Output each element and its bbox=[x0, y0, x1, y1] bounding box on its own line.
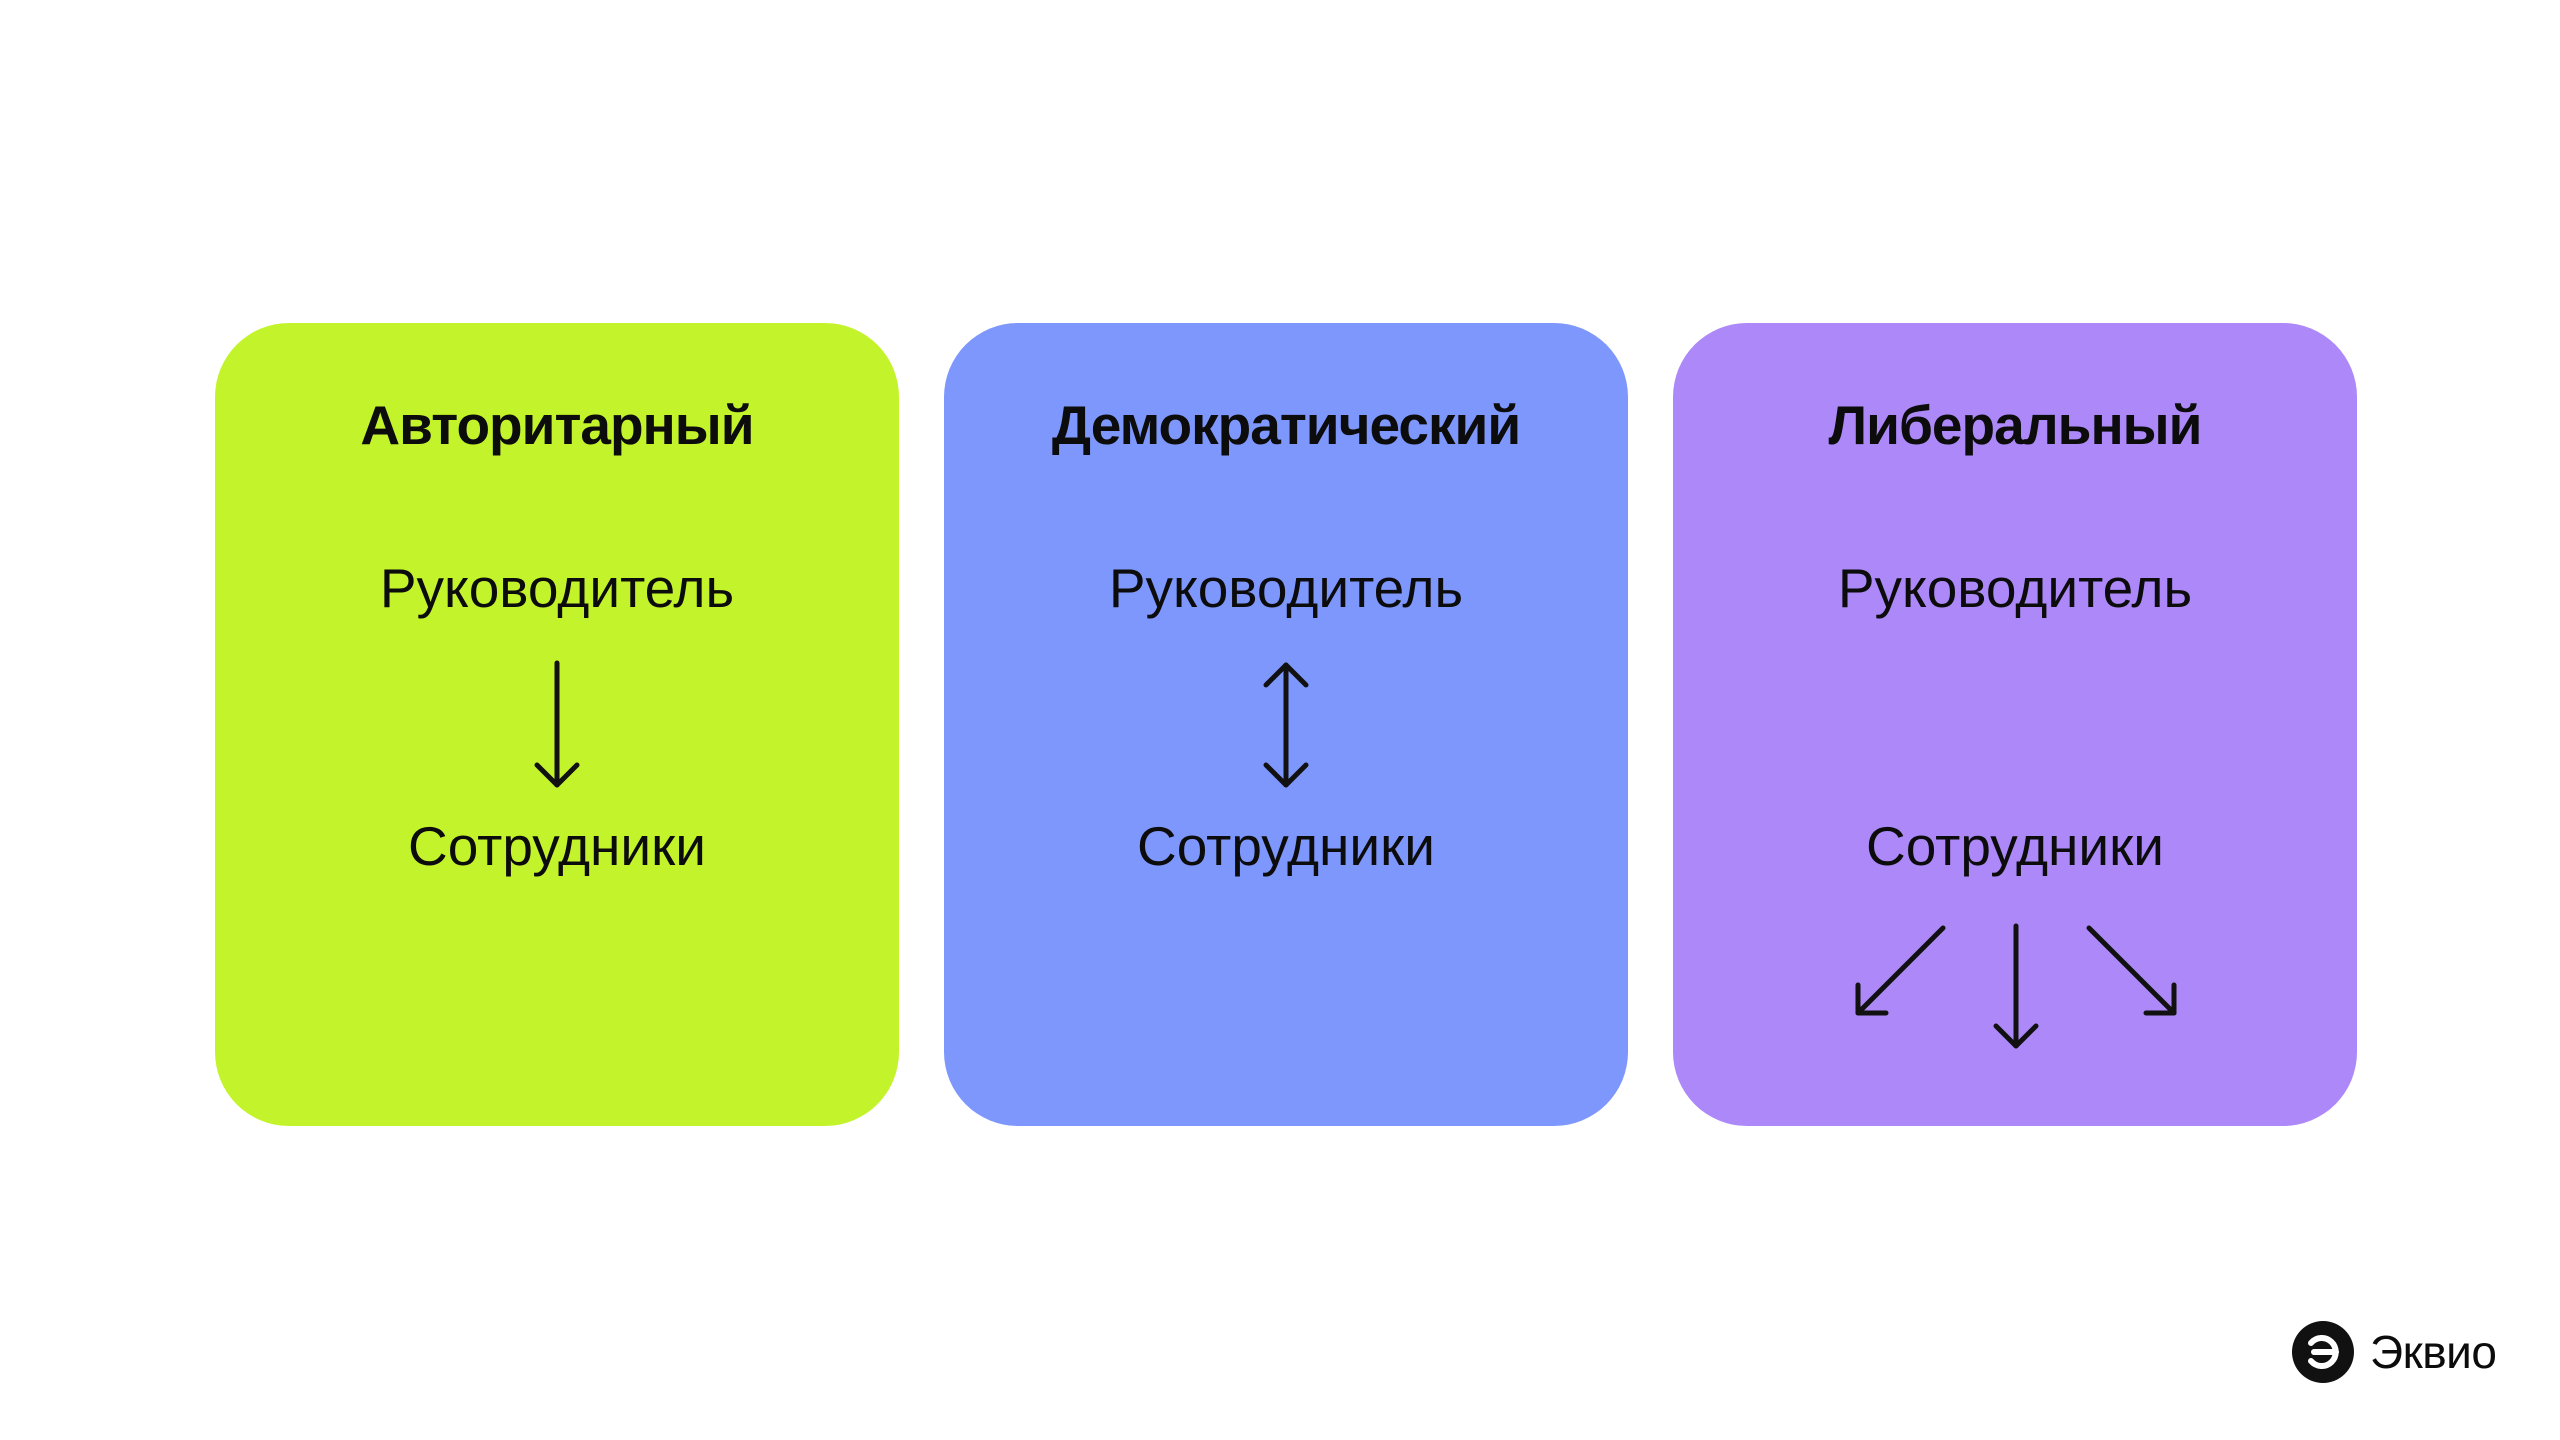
up-down-arrow-icon bbox=[1263, 662, 1309, 788]
ekvio-logo-icon bbox=[2292, 1321, 2354, 1383]
staff-label: Сотрудники bbox=[408, 815, 706, 877]
card-liberal: Либеральный Руководитель Сотрудники bbox=[1673, 323, 2357, 1126]
card-title: Демократический bbox=[1051, 394, 1521, 456]
down-arrow-icon bbox=[534, 660, 580, 788]
card-democratic: Демократический Руководитель Сотрудники bbox=[944, 323, 1628, 1126]
leader-label: Руководитель bbox=[379, 557, 735, 619]
staff-label: Сотрудники bbox=[1137, 815, 1435, 877]
card-authoritarian: Авторитарный Руководитель Сотрудники bbox=[215, 323, 899, 1126]
staff-label: Сотрудники bbox=[1866, 815, 2164, 877]
card-title: Авторитарный bbox=[360, 394, 754, 456]
leader-label: Руководитель bbox=[1108, 557, 1464, 619]
ekvio-logo: Эквио bbox=[2292, 1320, 2497, 1384]
leader-label: Руководитель bbox=[1837, 557, 2193, 619]
brand-name: Эквио bbox=[2370, 1326, 2497, 1378]
card-title: Либеральный bbox=[1828, 394, 2203, 456]
three-spread-arrows-icon bbox=[1855, 923, 2177, 1049]
